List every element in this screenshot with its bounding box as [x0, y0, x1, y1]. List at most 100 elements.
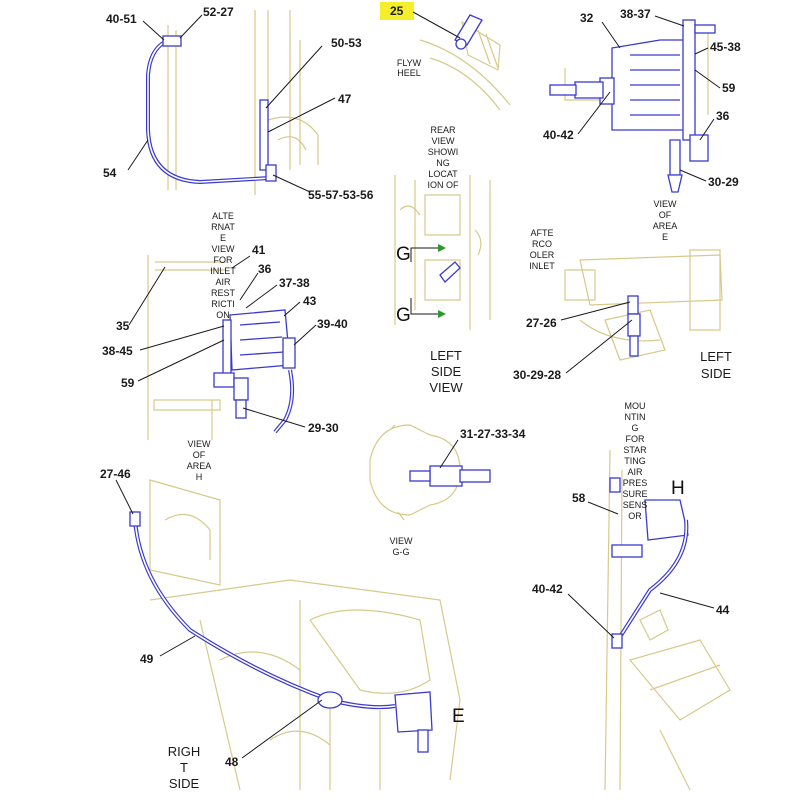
callout-59-top: 59: [722, 81, 736, 95]
note-line: PRES: [623, 478, 648, 488]
engine-outlines: [147, 10, 731, 791]
callout-48: 48: [225, 755, 239, 769]
letter-g-lower: G: [396, 305, 411, 326]
fitting-27-46: [129, 511, 141, 527]
note-line: FOR: [214, 255, 233, 265]
parts: [129, 14, 716, 753]
callout-45-38: 45-38: [710, 40, 741, 54]
note-line: VIEW: [653, 199, 677, 209]
note-line: MOU: [625, 401, 646, 411]
note-line: AFTE: [530, 228, 553, 238]
sensor-e: [394, 691, 433, 733]
callout-27-46: 27-46: [100, 467, 131, 481]
note-line: RCO: [532, 239, 552, 249]
note-line: OF: [193, 450, 206, 460]
note-line: VIEW: [389, 536, 413, 546]
note-line: AIR: [627, 467, 643, 477]
note-line: RIGH: [168, 744, 201, 759]
note-line: LOCAT: [428, 169, 458, 179]
callout-highlight-25: [380, 2, 414, 20]
note-line: OF: [659, 210, 672, 220]
callout-25: 25: [390, 4, 404, 18]
callout-38-45: 38-45: [102, 344, 133, 358]
callout-50-53: 50-53: [331, 36, 362, 50]
callout-52-27: 52-27: [203, 5, 234, 19]
note-line: SHOWI: [428, 147, 459, 157]
callout-40-42-bot: 40-42: [532, 582, 563, 596]
callout-59-mid: 59: [121, 376, 135, 390]
note-line: ION OF: [428, 180, 460, 190]
note-line: RICTI: [211, 299, 235, 309]
callout-41: 41: [252, 243, 266, 257]
bracket-47: [259, 99, 269, 171]
callout-30-29-28: 30-29-28: [513, 368, 561, 382]
note-line: G: [631, 423, 638, 433]
note-line: SIDE: [431, 364, 462, 379]
note-line: SENS: [623, 500, 648, 510]
note-line: OR: [628, 511, 642, 521]
sensor-body-43: [229, 309, 291, 371]
note-line: TING: [624, 456, 646, 466]
hose-54: [146, 40, 271, 185]
callout-54: 54: [103, 166, 117, 180]
sensor-body-h: [644, 499, 689, 541]
note-line: INLET: [529, 261, 555, 271]
view-letters: G G H E: [396, 244, 685, 727]
fitting-31: [429, 465, 463, 487]
note-line: NTIN: [625, 412, 646, 422]
note-line: E: [662, 232, 668, 242]
letter-e: E: [452, 706, 465, 727]
note-line: H: [196, 472, 203, 482]
callout-39-40: 39-40: [317, 317, 348, 331]
note-line: ON: [216, 310, 230, 320]
callout-43: 43: [303, 294, 317, 308]
note-line: SIDE: [169, 776, 200, 791]
note-line: FOR: [626, 434, 645, 444]
bracket-38-37: [682, 19, 696, 141]
note-line: G-G: [393, 547, 410, 557]
callout-32: 32: [580, 11, 594, 25]
fitting-55-57: [265, 164, 277, 182]
callout-55-57-53-56: 55-57-53-56: [308, 188, 374, 202]
note-line: VIEW: [187, 439, 211, 449]
callout-49: 49: [140, 652, 154, 666]
note-line: REST: [211, 288, 236, 298]
note-left-side: LEFT SIDE: [700, 349, 732, 381]
callout-38-37: 38-37: [620, 7, 651, 21]
callout-36-mid: 36: [258, 262, 272, 276]
note-line: VIEW: [429, 380, 463, 395]
note-line: VIEW: [431, 136, 455, 146]
letter-h: H: [671, 478, 685, 499]
callouts: 40-51 52-27 50-53 47 54 55-57-53-56 25 3…: [100, 4, 741, 769]
callout-36-top: 36: [716, 109, 730, 123]
callout-29-30: 29-30: [308, 421, 339, 435]
note-line: REAR: [430, 125, 456, 135]
note-line: SIDE: [701, 366, 732, 381]
view-g-arrows: [410, 244, 446, 318]
note-line: SURE: [622, 489, 647, 499]
note-line: OLER: [530, 250, 555, 260]
clip-48: [317, 691, 343, 709]
note-line: HEEL: [397, 68, 421, 78]
callout-30-29: 30-29: [708, 175, 739, 189]
note-line: LEFT: [700, 349, 732, 364]
note-line: AIR: [215, 277, 231, 287]
callout-35: 35: [116, 319, 130, 333]
bracket-38-45: [222, 319, 232, 381]
fitting-40-42: [611, 633, 623, 649]
note-line: VIEW: [211, 244, 235, 254]
callout-47: 47: [338, 92, 352, 106]
note-line: T: [180, 760, 188, 775]
letter-g-upper: G: [396, 244, 411, 265]
aftercooler-fitting: [439, 261, 461, 283]
callout-27-26: 27-26: [526, 316, 557, 330]
